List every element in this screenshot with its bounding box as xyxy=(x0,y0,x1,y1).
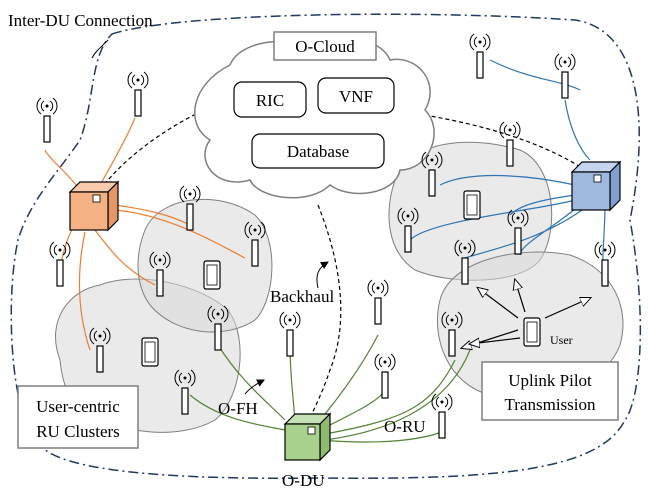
vnf-box xyxy=(317,77,395,114)
du-cube-left xyxy=(68,180,120,232)
o-fh-label: O-FH xyxy=(218,399,258,418)
du-cube-bottom xyxy=(283,412,332,462)
uplink-pilot-line1: Uplink Pilot xyxy=(508,371,592,390)
ric-label: RIC xyxy=(256,91,284,110)
backhaul-link-left xyxy=(99,104,216,191)
clusters-line2: RU Clusters xyxy=(36,422,120,441)
database-box xyxy=(251,133,385,169)
phone-icon xyxy=(523,317,541,347)
du-cube-right xyxy=(570,160,622,212)
o-cloud-title-box xyxy=(273,31,377,61)
uplink-pilot-line2: Transmission xyxy=(504,395,596,414)
phone-icon xyxy=(463,190,481,220)
o-ru-label: O-RU xyxy=(384,417,426,436)
backhaul-link-bottom xyxy=(307,204,342,426)
inter-du-boundary xyxy=(10,13,642,479)
inter-du-pointer xyxy=(91,39,109,59)
o-du-label: O-DU xyxy=(282,471,325,490)
vnf-label: VNF xyxy=(339,87,373,106)
phone-icon xyxy=(141,337,159,367)
database-label: Database xyxy=(287,142,349,161)
o-fh-pointer xyxy=(244,379,265,395)
inter-du-label: Inter-DU Connection xyxy=(8,11,153,30)
o-cloud-shape xyxy=(194,37,435,199)
uplink-pilot-box xyxy=(481,361,619,421)
backhaul-label: Backhaul xyxy=(270,287,334,306)
ric-box xyxy=(233,81,307,118)
o-cloud-title: O-Cloud xyxy=(295,37,355,56)
user-label: User xyxy=(550,333,573,347)
clusters-box xyxy=(17,385,139,449)
clusters-line1: User-centric xyxy=(36,397,120,416)
phone-icon xyxy=(203,260,221,290)
backhaul-pointer xyxy=(316,261,329,289)
uplink-pilot-arrows xyxy=(462,280,590,348)
